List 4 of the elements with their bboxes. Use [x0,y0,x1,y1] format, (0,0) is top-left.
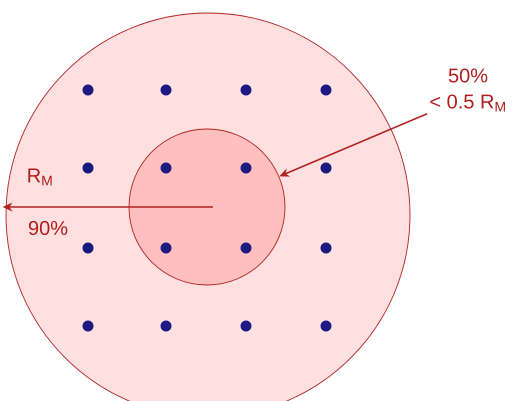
radius-label: 90% [28,220,68,236]
radius-label: R$_{M}$ [28,168,52,186]
callout-text: 50% < 0.5 R$_{M}$ [430,68,505,112]
inner-circle [128,128,286,286]
